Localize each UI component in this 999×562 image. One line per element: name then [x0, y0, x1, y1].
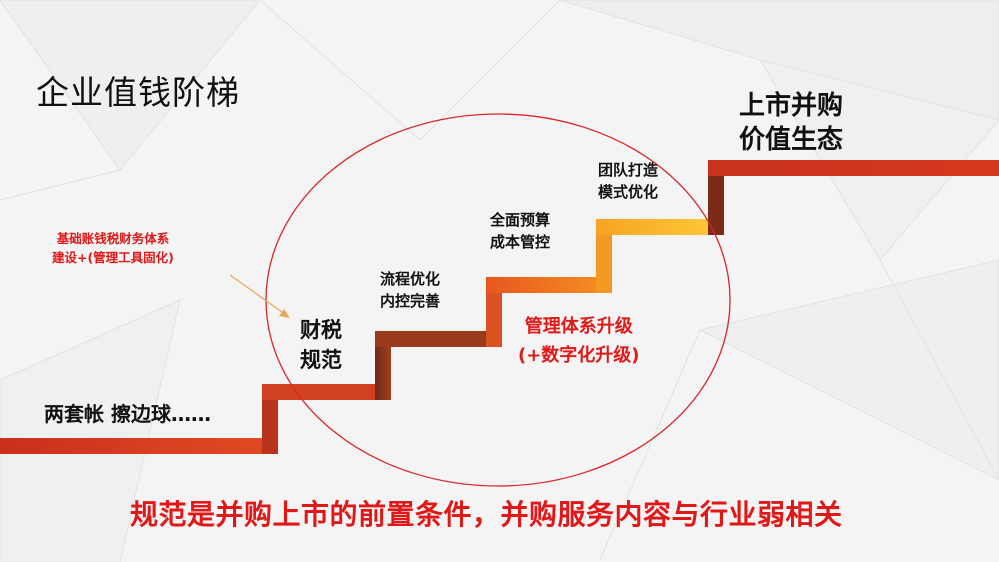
management-upgrade-line-1: 管理体系升级 [524, 316, 633, 337]
stair-riser-1 [262, 384, 278, 454]
step-2-line-2: 规范 [300, 348, 342, 372]
step-5-line-2: 模式优化 [598, 183, 659, 201]
step-4-line-2: 成本管控 [490, 233, 551, 251]
step-6-label: 上市并购 价值生态 [739, 89, 843, 157]
foundation-note-line-1: 基础账钱税财务体系 [56, 231, 170, 246]
stair-riser-4 [596, 225, 612, 293]
stair-riser-3 [486, 281, 502, 347]
note-arrow [229, 274, 290, 318]
step-5-label: 团队打造 模式优化 [598, 159, 658, 203]
stair-tread-1 [0, 438, 270, 454]
foundation-note-line-2: 建设+(管理工具固化) [52, 250, 174, 265]
management-upgrade-line-2: (+数字化升级) [518, 345, 640, 366]
step-3-label: 流程优化 内控完善 [380, 268, 440, 312]
step-3-line-1: 流程优化 [380, 270, 441, 288]
step-6-line-1: 上市并购 [739, 91, 844, 121]
step-3-line-2: 内控完善 [380, 292, 441, 310]
stair-tread-5 [596, 219, 714, 235]
step-4-label: 全面预算 成本管控 [490, 209, 550, 253]
stair-tread-3 [375, 331, 491, 347]
step-2-label: 财税 规范 [300, 315, 342, 375]
stair-tread-4 [486, 277, 600, 293]
step-2-line-1: 财税 [300, 318, 342, 342]
management-upgrade-label: 管理体系升级 (+数字化升级) [518, 312, 640, 370]
step-6-line-2: 价值生态 [739, 125, 844, 155]
conclusion-text: 规范是并购上市的前置条件，并购服务内容与行业弱相关 [130, 498, 843, 531]
stair-tread-6 [708, 160, 999, 176]
foundation-note: 基础账钱税财务体系 建设+(管理工具固化) [52, 229, 174, 267]
slide-title: 企业值钱阶梯 [36, 73, 240, 112]
stair-tread-2 [262, 384, 380, 400]
staircase [0, 160, 999, 454]
stair-riser-2 [375, 337, 391, 400]
step-4-line-1: 全面预算 [490, 211, 551, 229]
step-1-label: 两套帐 擦边球…… [44, 402, 211, 426]
step-5-line-1: 团队打造 [598, 161, 659, 179]
stair-riser-5 [708, 170, 724, 235]
